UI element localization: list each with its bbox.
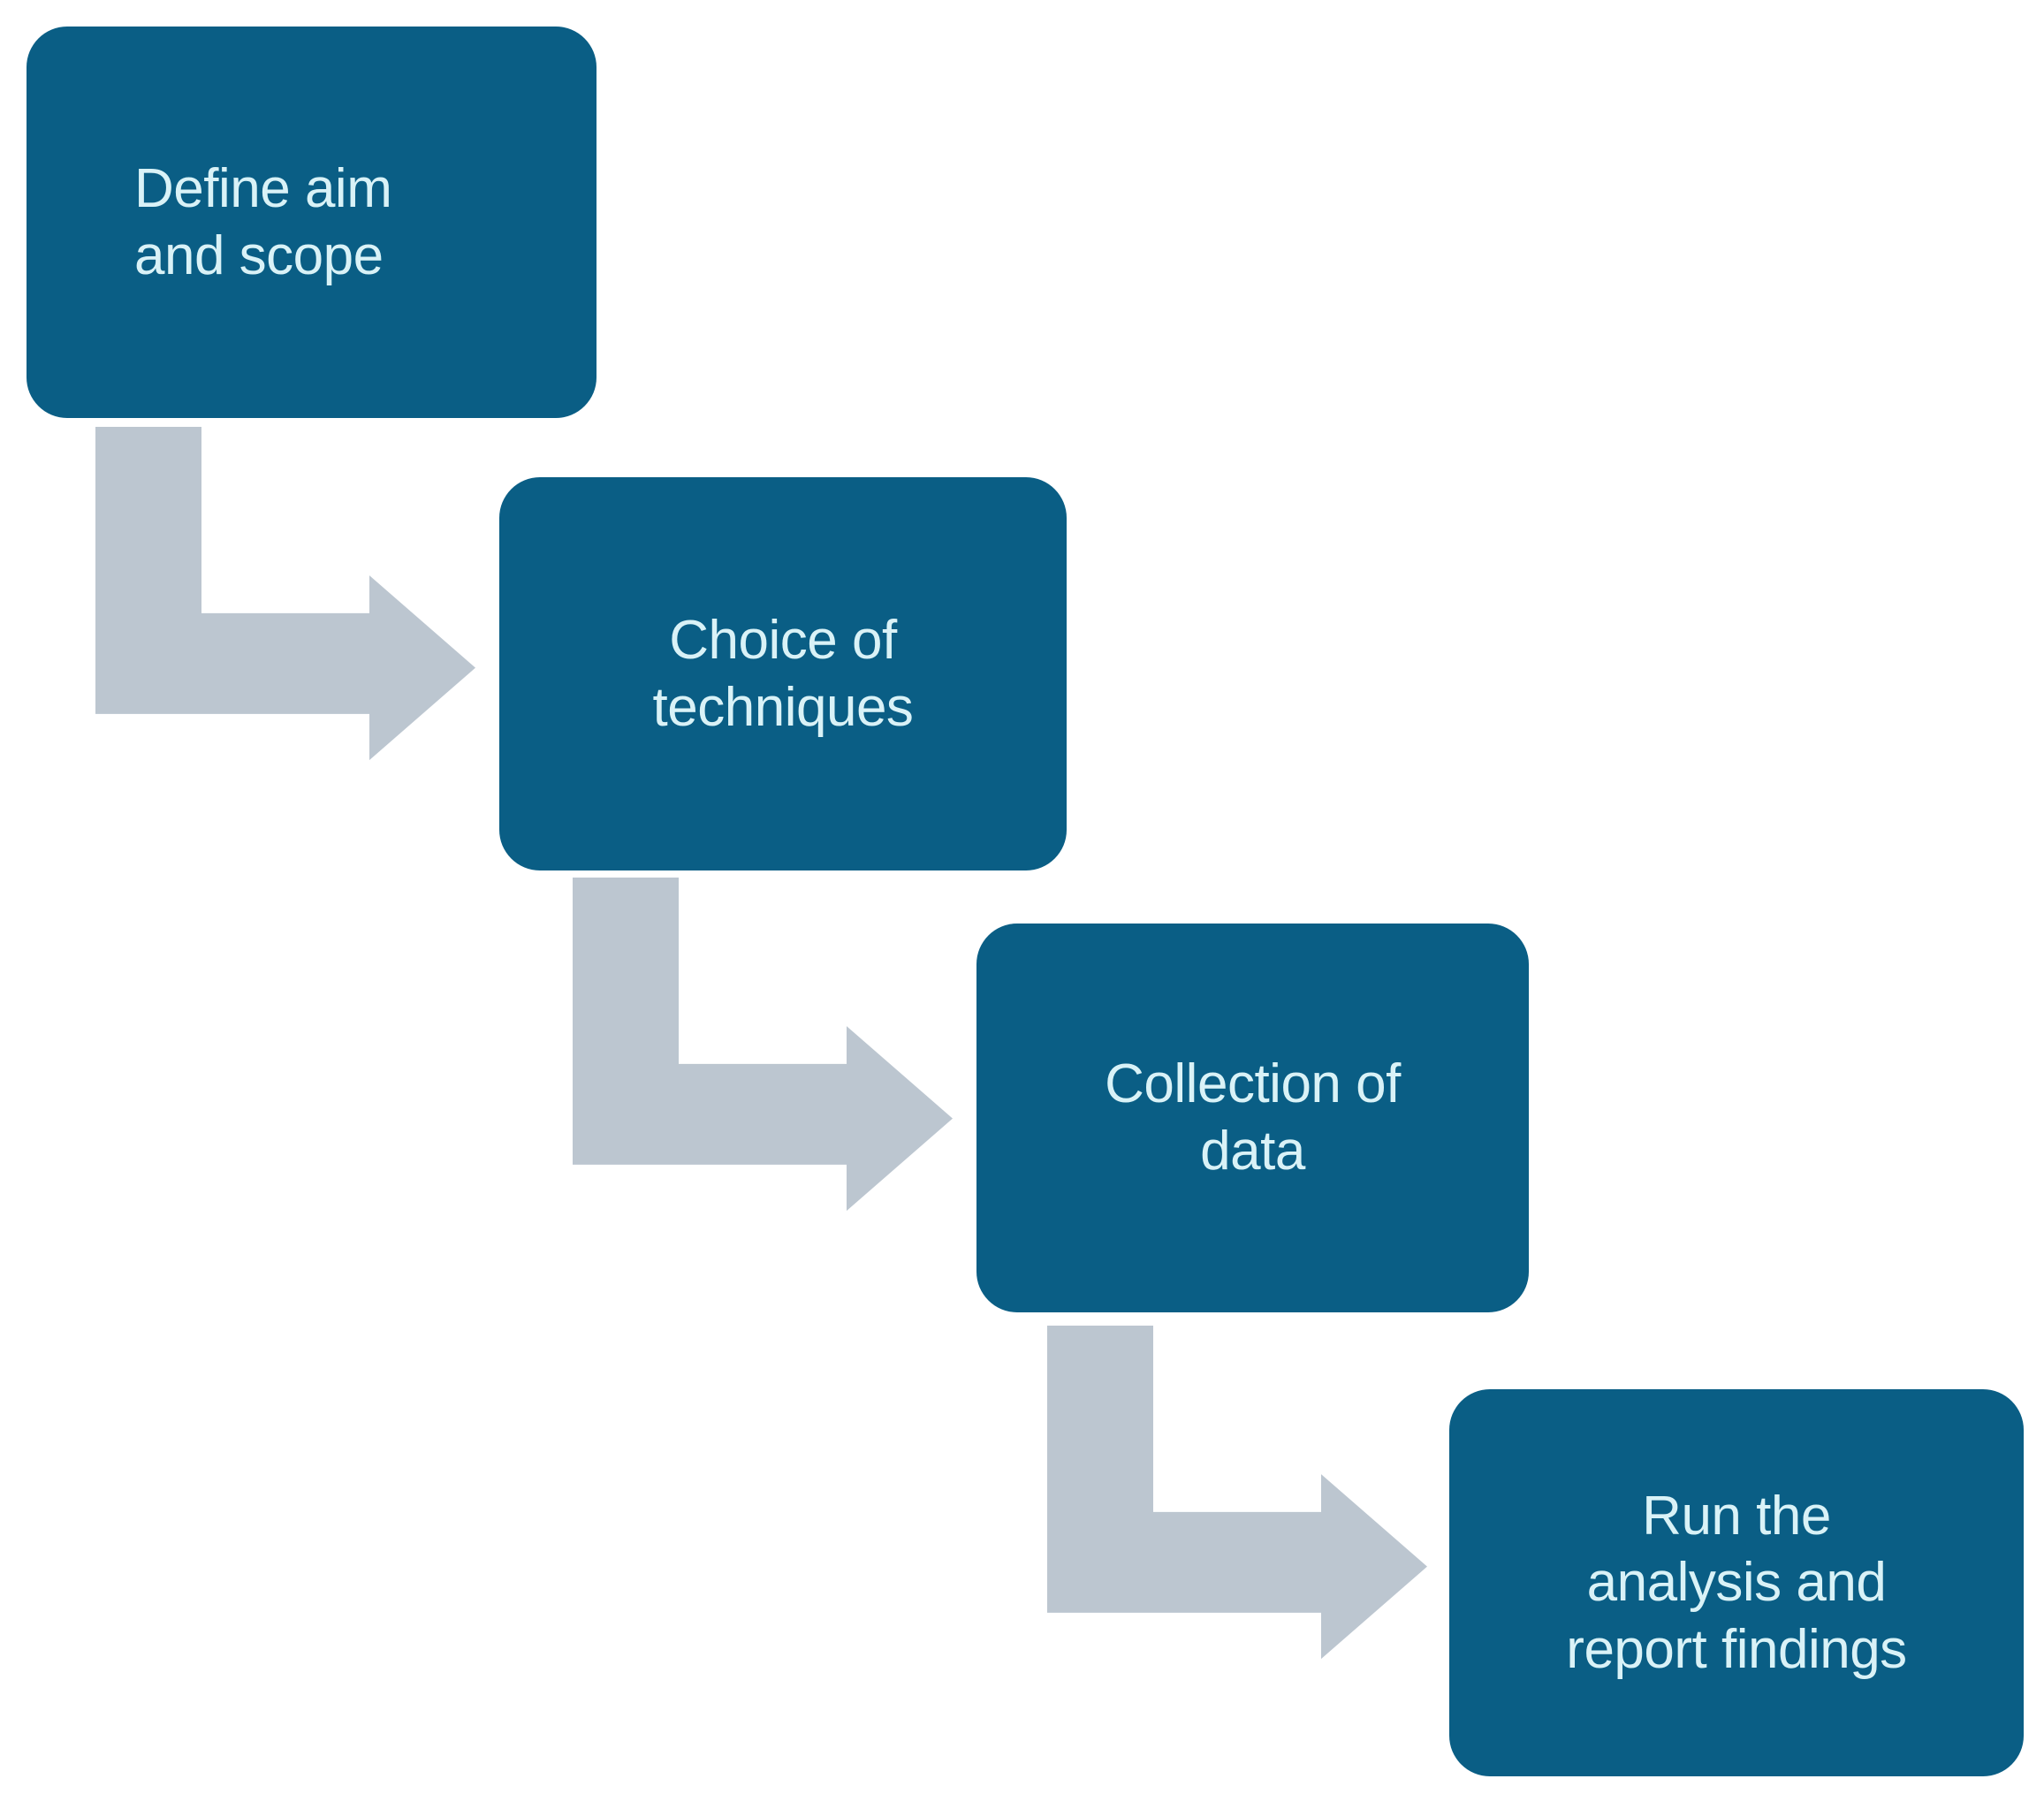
flow-node-label: Collection of data bbox=[1105, 1053, 1401, 1182]
elbow-arrow-shape bbox=[95, 427, 475, 761]
elbow-arrow-shape bbox=[1047, 1326, 1427, 1660]
flow-node-label: Choice of techniques bbox=[652, 609, 914, 738]
connector-arrow-2 bbox=[573, 878, 961, 1213]
flow-node-label: Define aim and scope bbox=[134, 157, 392, 286]
flow-node-collection-of-data[interactable]: Collection of data bbox=[976, 924, 1529, 1312]
flow-node-choice-of-techniques[interactable]: Choice of techniques bbox=[499, 477, 1067, 870]
flow-node-label: Run the analysis and report findings bbox=[1566, 1485, 1907, 1680]
connector-arrow-1 bbox=[95, 427, 484, 763]
connector-arrow-3 bbox=[1047, 1326, 1436, 1661]
flow-node-define-aim-and-scope[interactable]: Define aim and scope bbox=[27, 27, 596, 418]
elbow-arrow-shape bbox=[573, 878, 953, 1212]
flow-node-run-the-analysis-and-report-findings[interactable]: Run the analysis and report findings bbox=[1449, 1389, 2024, 1776]
